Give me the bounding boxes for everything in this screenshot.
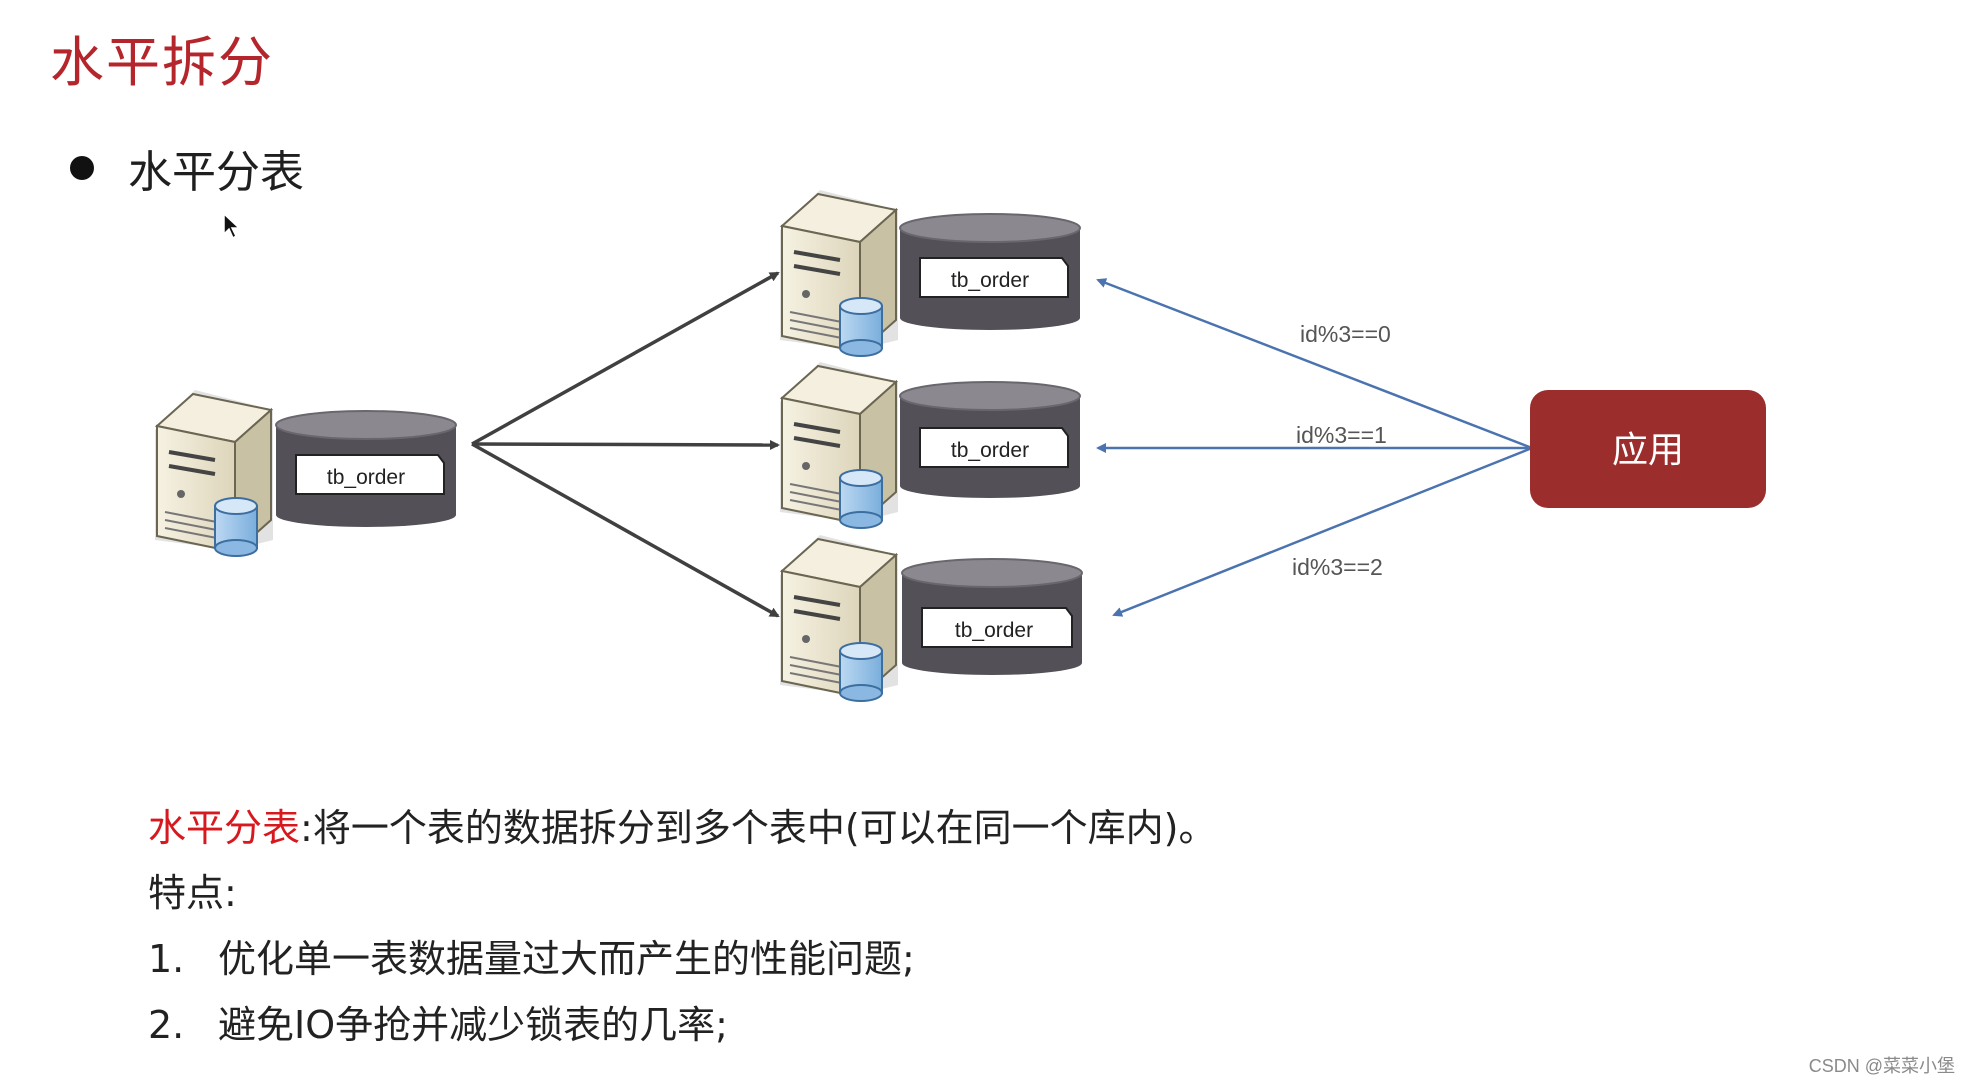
- route-label-2: id%3==1: [1296, 422, 1387, 448]
- feature-item-2: 2. 避免IO争抢并减少锁表的几率;: [148, 994, 728, 1049]
- route-arrow-3: [1112, 446, 1533, 617]
- definition-line: 水平分表:将一个表的数据拆分到多个表中(可以在同一个库内)。: [148, 797, 1216, 852]
- shard-cylinder-3: tb_order: [901, 558, 1083, 675]
- list-number: 1.: [148, 937, 185, 981]
- source-db: [154, 390, 274, 557]
- feature-item-1: 1. 优化单一表数据量过大而产生的性能问题;: [148, 928, 915, 983]
- table-label: tb_order: [951, 439, 1029, 462]
- definition-text: :将一个表的数据拆分到多个表中(可以在同一个库内)。: [300, 806, 1217, 850]
- list-text: 避免IO争抢并减少锁表的几率;: [218, 1003, 728, 1047]
- features-label: 特点:: [148, 871, 237, 915]
- shard-cylinder-2: tb_order: [899, 381, 1081, 498]
- app-box: 应用: [1530, 390, 1766, 508]
- shard-db-2: [779, 362, 899, 529]
- source-cylinder: tb_order: [275, 410, 457, 527]
- shard-db-1: [779, 190, 899, 357]
- table-label: tb_order: [327, 466, 405, 489]
- slide-title: 水平拆分: [50, 31, 274, 94]
- split-arrow-1: [471, 271, 780, 446]
- table-label: tb_order: [955, 619, 1033, 642]
- mini-db-icon: [214, 497, 258, 557]
- split-arrow-2: [471, 439, 780, 450]
- watermark: CSDN @菜菜小堡: [1808, 1056, 1955, 1076]
- bullet-text: 水平分表: [128, 147, 304, 198]
- list-number: 2.: [148, 1003, 185, 1047]
- route-label-1: id%3==0: [1300, 321, 1391, 347]
- table-label: tb_order: [951, 269, 1029, 292]
- shard-db-3: [779, 535, 899, 702]
- split-arrow-3: [471, 442, 780, 618]
- definition-term: 水平分表: [148, 806, 301, 850]
- bullet-item: 水平分表: [70, 136, 304, 200]
- bullet-dot-icon: [70, 156, 94, 180]
- list-text: 优化单一表数据量过大而产生的性能问题;: [218, 937, 915, 981]
- mouse-cursor-icon: [223, 212, 241, 240]
- route-arrow-1: [1096, 278, 1533, 450]
- route-label-3: id%3==2: [1292, 554, 1383, 580]
- shard-cylinder-1: tb_order: [899, 213, 1081, 330]
- app-label: 应用: [1612, 430, 1684, 471]
